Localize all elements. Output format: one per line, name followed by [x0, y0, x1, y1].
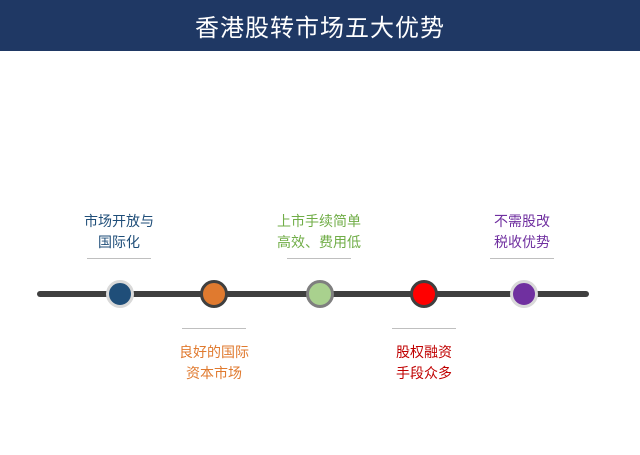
advantage-3-caption: 上市手续简单 高效、费用低 [264, 212, 374, 254]
title-banner: 香港股转市场五大优势 [0, 0, 640, 51]
advantage-4-rule [392, 328, 456, 329]
advantage-4-line2: 手段众多 [396, 366, 452, 382]
advantage-1-node [106, 280, 134, 308]
advantage-5-line2: 税收优势 [494, 235, 550, 251]
advantage-4-node [410, 280, 438, 308]
advantage-1-line2: 国际化 [98, 235, 140, 251]
advantage-5-rule [490, 258, 554, 259]
advantage-3-node [306, 280, 334, 308]
advantage-5-node [510, 280, 538, 308]
advantage-5-caption: 不需股改 税收优势 [467, 212, 577, 254]
advantage-2-node [200, 280, 228, 308]
page-title: 香港股转市场五大优势 [195, 14, 445, 42]
advantage-1-line1: 市场开放与 [84, 214, 154, 230]
advantage-1-rule [87, 258, 151, 259]
advantage-5-line1: 不需股改 [494, 214, 550, 230]
advantage-3-line1: 上市手续简单 [277, 214, 361, 230]
advantage-3-rule [287, 258, 351, 259]
advantage-4-line1: 股权融资 [396, 345, 452, 361]
advantage-4-caption: 股权融资 手段众多 [369, 343, 479, 385]
advantage-2-rule [182, 328, 246, 329]
advantage-3-line2: 高效、费用低 [277, 235, 361, 251]
advantage-2-caption: 良好的国际 资本市场 [159, 343, 269, 385]
advantage-1-caption: 市场开放与 国际化 [64, 212, 174, 254]
advantage-2-line1: 良好的国际 [179, 345, 249, 361]
advantage-2-line2: 资本市场 [186, 366, 242, 382]
